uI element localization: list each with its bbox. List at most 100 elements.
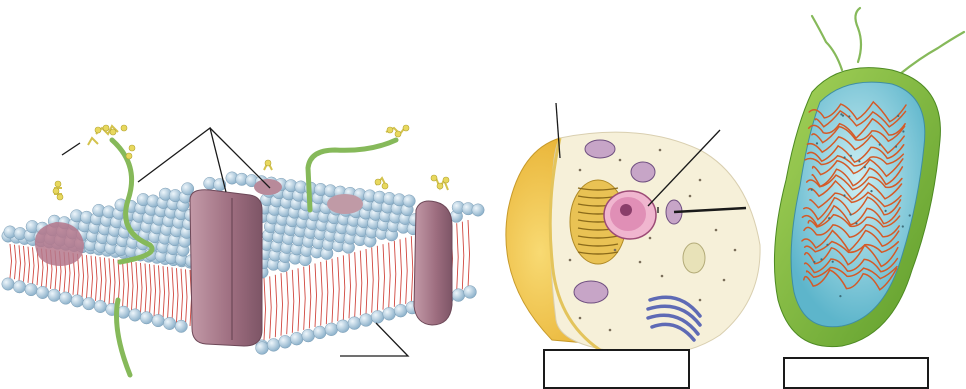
lipid-tail xyxy=(389,243,391,309)
lipid-tail xyxy=(96,256,98,300)
ribosome-dot xyxy=(569,259,572,262)
lipid-tail xyxy=(366,249,368,314)
phospholipid-head xyxy=(452,289,465,302)
phospholipid-head xyxy=(394,304,407,317)
lipid-tail xyxy=(264,278,266,340)
lipid-tail xyxy=(355,252,357,317)
lipid-tail xyxy=(315,264,317,328)
phospholipid-head xyxy=(371,311,384,324)
phospholipid-head xyxy=(175,320,187,332)
bacterial-ribosome-dot xyxy=(902,130,904,132)
eukaryotic-cell-diagram xyxy=(506,103,760,355)
phospholipid-head xyxy=(71,295,83,307)
lipid-tail xyxy=(154,265,156,317)
phospholipid-head xyxy=(472,204,484,216)
lipid-tail xyxy=(168,267,170,320)
phospholipid-head xyxy=(152,314,164,326)
bacterial-ribosome-dot xyxy=(842,115,844,117)
lipid-tail xyxy=(304,267,306,330)
phospholipid-head xyxy=(13,281,25,293)
lipid-tail xyxy=(91,256,93,300)
ribosome-dot xyxy=(699,179,702,182)
lipid-tail xyxy=(457,223,459,291)
phospholipid-head xyxy=(59,292,71,304)
lipid-tail xyxy=(163,266,165,319)
lipid-tail xyxy=(24,246,26,282)
bacterial-ribosome-dot xyxy=(850,213,852,215)
ribosome-dot xyxy=(734,249,737,252)
phospholipid-head xyxy=(403,195,415,207)
phospholipid-head xyxy=(25,283,37,295)
phospholipid-head xyxy=(140,312,152,324)
lipid-tail xyxy=(100,257,102,302)
ribosome-dot xyxy=(649,237,652,240)
bacterial-ribosome-dot xyxy=(813,261,815,263)
lipid-tail xyxy=(281,273,283,336)
lipid-tail xyxy=(123,260,125,308)
lipid-tail xyxy=(321,262,323,326)
lipid-tail xyxy=(309,265,311,328)
lipid-tail xyxy=(109,258,111,304)
phospholipid-head xyxy=(348,317,361,330)
phospholipid-head xyxy=(360,314,373,327)
phospholipid-head xyxy=(290,332,303,345)
bacterial-ribosome-dot xyxy=(826,244,828,246)
nucleus xyxy=(604,191,656,239)
ribosome-dot xyxy=(723,279,726,282)
ribosome-dot xyxy=(619,159,622,162)
ribosome-dot xyxy=(689,195,692,198)
lipid-tail xyxy=(275,275,277,337)
phospholipid-head xyxy=(325,323,338,336)
lipid-tail xyxy=(468,220,470,288)
phospholipid-head xyxy=(302,329,315,342)
ribosome-dot xyxy=(659,149,662,152)
bacterial-cell-diagram xyxy=(774,8,964,347)
phospholipid-head xyxy=(383,307,396,320)
bacterial-ribosome-dot xyxy=(848,115,850,117)
phospholipid-head xyxy=(48,289,60,301)
cell-label-box[interactable] xyxy=(543,349,690,389)
lipid-tail xyxy=(349,254,351,318)
ribosome-dot xyxy=(715,229,718,232)
bacterial-ribosome-dot xyxy=(828,217,830,219)
lipid-tail xyxy=(270,276,272,338)
lipid-tail xyxy=(411,236,413,302)
lipid-tail xyxy=(10,244,12,278)
lipid-tail xyxy=(332,259,334,323)
lipid-tail xyxy=(292,270,294,333)
lipid-tail xyxy=(105,258,107,304)
bacterial-ribosome-dot xyxy=(843,194,845,196)
phospholipid-head xyxy=(83,298,95,310)
lipid-tail xyxy=(372,247,374,312)
bacterium-label-box[interactable] xyxy=(783,357,929,389)
phospholipid-head xyxy=(267,339,280,352)
lipid-tail xyxy=(360,251,362,316)
phospholipid-head xyxy=(129,309,141,321)
lipid-tail xyxy=(406,238,408,304)
phospholipid-head xyxy=(2,278,14,290)
bacterial-ribosome-dot xyxy=(832,261,834,263)
lipid-tail xyxy=(298,268,300,331)
cell-membrane-diagram xyxy=(2,125,484,375)
ribosome-dot xyxy=(614,249,617,252)
phospholipid-head xyxy=(36,286,48,298)
lipid-tail xyxy=(33,247,35,284)
phospholipid-head xyxy=(337,320,350,333)
phospholipid-head xyxy=(279,335,292,348)
integral-protein-large xyxy=(190,190,262,346)
lipid-tail xyxy=(343,255,345,319)
lipid-tail xyxy=(186,269,188,324)
bacterial-ribosome-dot xyxy=(870,190,872,192)
lipid-tail xyxy=(338,257,340,321)
bacterial-ribosome-dot xyxy=(820,258,822,260)
lipid-tail xyxy=(377,246,379,311)
bacterial-ribosome-dot xyxy=(864,166,866,168)
vacuole xyxy=(683,243,705,273)
lipid-tail xyxy=(400,239,402,305)
ribosome-dot xyxy=(699,299,702,302)
bacterial-ribosome-dot xyxy=(858,160,860,162)
lipid-tail xyxy=(150,264,152,315)
bacterial-ribosome-dot xyxy=(897,115,899,117)
bacterial-ribosome-dot xyxy=(850,155,852,157)
bacterial-ribosome-dot xyxy=(839,295,841,297)
